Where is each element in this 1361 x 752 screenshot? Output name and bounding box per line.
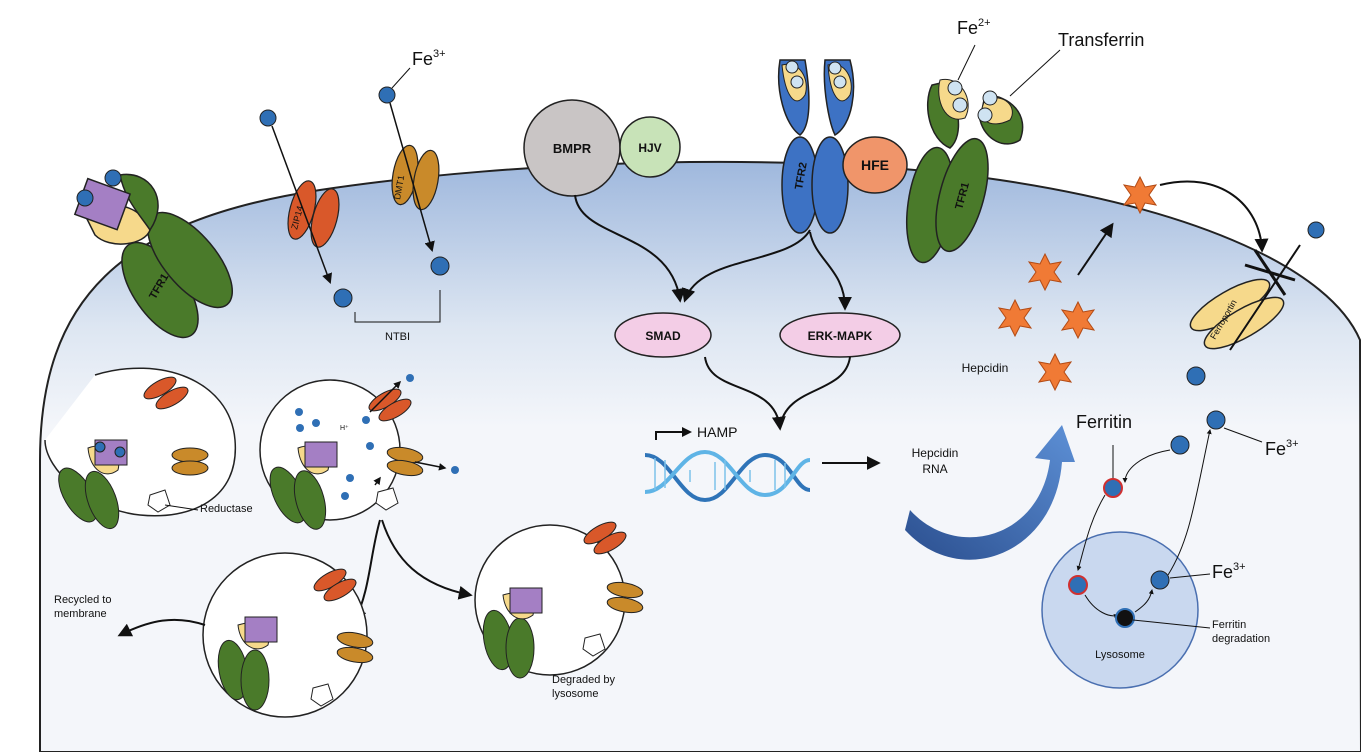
reductase-label: Reductase	[200, 503, 253, 515]
recycled-to-membrane-arrow	[117, 618, 206, 637]
degraded-ferritin	[1115, 608, 1135, 628]
tfr1-left-receptor: TFR1	[73, 169, 234, 339]
tfr2-to-erk-arrow	[809, 231, 852, 311]
svg-text:H⁺: H⁺	[340, 425, 349, 432]
hepcidin-to-ferroportin-arrow	[1159, 180, 1269, 253]
svg-text:HJV: HJV	[638, 141, 661, 155]
svg-text:Recycled to: Recycled to	[54, 594, 111, 606]
svg-text:Ferritin: Ferritin	[1212, 619, 1246, 631]
svg-text:SMAD: SMAD	[645, 329, 681, 343]
ferroportin-transporter: Ferroportin	[1189, 278, 1285, 350]
iron-ion	[104, 169, 122, 187]
degrade-path-arrow	[381, 519, 473, 600]
iron-ion	[1170, 435, 1190, 455]
tfr1-top-receptor: TFR1	[906, 78, 1024, 264]
smad-to-hamp-arrow	[704, 356, 786, 431]
zip14-import-arrow	[271, 125, 332, 284]
svg-text:DMT1: DMT1	[392, 174, 406, 200]
dmt1-import-arrow	[389, 102, 435, 253]
endosome-2: H⁺	[259, 379, 424, 530]
svg-text:BMPR: BMPR	[553, 141, 592, 156]
svg-text:membrane: membrane	[54, 608, 107, 620]
endosome-degraded	[474, 521, 644, 679]
block-cross	[1253, 249, 1287, 296]
cell-membrane	[39, 160, 1361, 752]
fe2-pointer	[957, 44, 976, 81]
hfe-protein	[842, 136, 908, 194]
ferritin-particle	[1068, 575, 1088, 595]
iron-release-arrow	[1167, 429, 1212, 576]
iron-ion	[1150, 570, 1170, 590]
svg-text:ERK-MAPK: ERK-MAPK	[808, 329, 873, 343]
iron-ion	[1206, 410, 1226, 430]
iron-to-ferritin-arrow	[1122, 449, 1171, 483]
svg-text:Hepcidin: Hepcidin	[912, 446, 959, 460]
svg-text:RNA: RNA	[922, 462, 947, 476]
dna-helix	[644, 449, 811, 503]
endosome-1	[44, 367, 236, 530]
tfr2-receptor: TFR2	[777, 59, 855, 234]
iron-ion	[378, 86, 396, 104]
fe3-top-label: Fe3+	[412, 48, 446, 69]
zip14-transporter: ZIP14	[287, 180, 340, 248]
transferrin-label: Transferrin	[1058, 30, 1144, 50]
ntbi-label: NTBI	[385, 331, 410, 343]
proton-arrow	[373, 476, 381, 486]
hamp-label: HAMP	[697, 424, 737, 440]
iron-ion	[430, 256, 450, 276]
transferrin-pointer	[1009, 49, 1061, 97]
svg-text:lysosome: lysosome	[552, 688, 598, 700]
reductase-pointer	[164, 504, 199, 511]
fe3-pointer	[391, 67, 411, 89]
endosome-recycling	[202, 552, 374, 718]
hjv-protein	[619, 116, 681, 178]
fe2-top-label: Fe2+	[957, 17, 991, 38]
release-arrow	[1134, 589, 1154, 613]
iron-efflux-arrow	[369, 380, 402, 413]
hepcidin-export-arrow	[1077, 222, 1114, 276]
svg-text:HFE: HFE	[861, 157, 889, 173]
iron-ion	[406, 374, 414, 382]
degradation-pointer	[1132, 619, 1211, 629]
ferritin-particle	[1103, 478, 1123, 498]
svg-text:TFR2: TFR2	[793, 161, 810, 190]
tfr2-to-smad-arrow	[681, 229, 811, 303]
hepcidin-stars	[997, 175, 1158, 392]
fe3-lyso-pointer	[1169, 573, 1211, 579]
erk-to-hamp-arrow	[779, 356, 851, 429]
ntbi-bracket	[354, 290, 441, 323]
fe3-right-label: Fe3+	[1265, 438, 1299, 459]
iron-ion	[333, 288, 353, 308]
iron-efflux-arrow	[414, 461, 447, 471]
fe3-lyso-label: Fe3+	[1212, 561, 1246, 582]
iron-ion	[259, 109, 277, 127]
bmpr-to-smad-arrow	[574, 194, 686, 303]
hepcidin-label: Hepcidin	[962, 361, 1009, 375]
ferritin-label: Ferritin	[1076, 412, 1132, 432]
iron-ion	[451, 466, 459, 474]
fe3-right-pointer	[1223, 427, 1263, 443]
svg-text:Degraded by: Degraded by	[552, 674, 615, 686]
iron-ion	[1307, 221, 1325, 239]
transcription-start-arrow	[655, 427, 692, 440]
smad-node	[614, 312, 712, 358]
svg-text:degradation: degradation	[1212, 633, 1270, 645]
iron-ion	[76, 189, 94, 207]
svg-text:Lysosome: Lysosome	[1095, 649, 1145, 661]
translation-curved-arrow	[905, 425, 1075, 560]
erk-mapk-node	[779, 312, 901, 358]
ferritin-to-lysosome-arrow	[1076, 494, 1106, 571]
blocked-export-line	[1229, 244, 1301, 351]
iron-ion	[1186, 366, 1206, 386]
